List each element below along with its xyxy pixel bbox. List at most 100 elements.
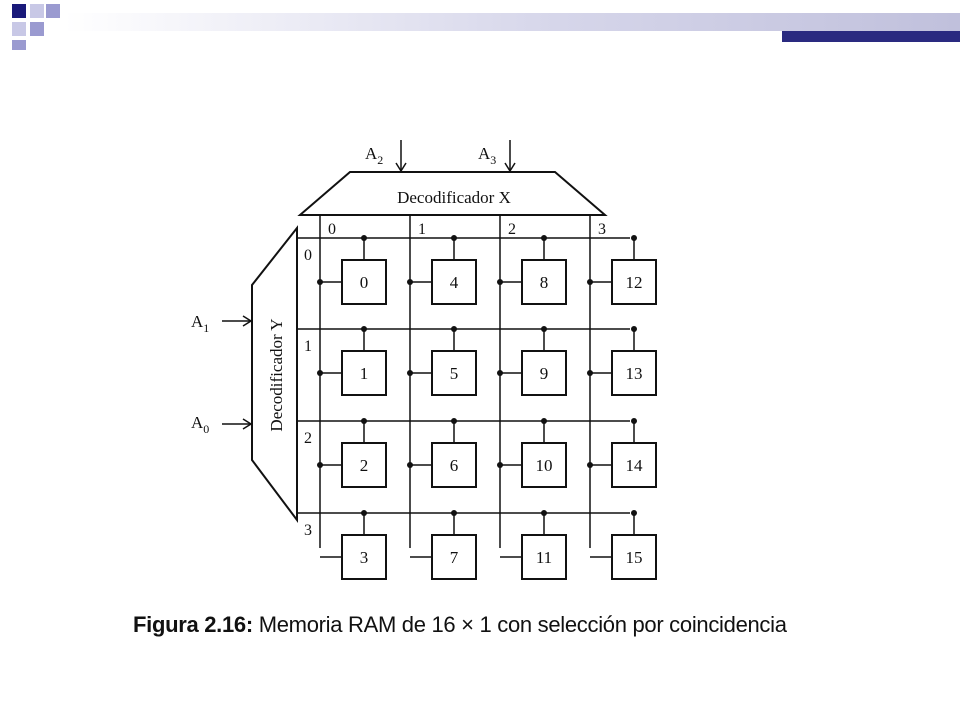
memory-cell <box>521 534 567 580</box>
memory-cell <box>431 259 477 305</box>
memory-cell <box>431 350 477 396</box>
row-label: 0 <box>304 247 312 264</box>
junction-dot <box>451 235 457 241</box>
deco-bar-dark <box>782 31 960 42</box>
memory-cell <box>611 442 657 488</box>
caption-text: Memoria RAM de 16 × 1 con selección por … <box>258 612 787 637</box>
memory-cell <box>521 442 567 488</box>
caption-prefix: Figura 2.16: <box>133 612 253 637</box>
column-label: 2 <box>508 221 516 238</box>
memory-cell <box>341 259 387 305</box>
memory-cell-label: 8 <box>540 273 549 292</box>
arrowhead-icon <box>242 315 253 327</box>
input-a3: A3 <box>478 140 516 173</box>
decoder-x-label: Decodificador X <box>397 188 511 207</box>
junction-dot <box>451 510 457 516</box>
memory-cell <box>341 534 387 580</box>
deco-square-mid <box>30 22 44 36</box>
junction-dot <box>361 235 367 241</box>
memory-cell <box>431 442 477 488</box>
junction-dot <box>497 370 503 376</box>
deco-square-light <box>30 4 44 18</box>
input-a2: A2 <box>365 140 407 173</box>
memory-cell <box>611 534 657 580</box>
junction-dot <box>631 326 637 332</box>
memory-cell-label: 13 <box>626 364 643 383</box>
junction-dot <box>541 326 547 332</box>
junction-dot <box>317 370 323 376</box>
input-a0: A0 <box>191 413 253 436</box>
deco-square-mid <box>12 40 26 50</box>
memory-cell <box>521 259 567 305</box>
junction-dot <box>451 418 457 424</box>
junction-dot <box>587 370 593 376</box>
memory-cell-label: 1 <box>360 364 369 383</box>
memory-cell-label: 11 <box>536 548 552 567</box>
input-a3-label: A3 <box>478 144 496 167</box>
junction-dot <box>317 462 323 468</box>
arrowhead-icon <box>242 418 253 430</box>
junction-dot <box>361 418 367 424</box>
deco-bar <box>64 13 960 31</box>
column-label: 1 <box>418 221 426 238</box>
memory-cell-label: 12 <box>626 273 643 292</box>
decoder-y: Decodificador Y <box>251 225 298 523</box>
input-a1: A1 <box>191 312 253 335</box>
junction-dot <box>407 370 413 376</box>
arrowhead-icon <box>395 162 407 173</box>
memory-cell-label: 7 <box>450 548 459 567</box>
memory-cell-label: 15 <box>626 548 643 567</box>
input-a0-label: A0 <box>191 413 209 436</box>
junction-dot <box>631 418 637 424</box>
junction-dot <box>361 510 367 516</box>
memory-cell <box>341 442 387 488</box>
decoder-x-shape <box>297 171 608 216</box>
memory-cell-label: 9 <box>540 364 549 383</box>
junction-dot <box>497 462 503 468</box>
deco-square-mid <box>46 4 60 18</box>
decoder-x: Decodificador X <box>297 171 608 216</box>
junction-dot <box>497 279 503 285</box>
column-label: 3 <box>598 221 606 238</box>
deco-square-light <box>12 22 26 36</box>
memory-cell <box>611 259 657 305</box>
memory-cell <box>521 350 567 396</box>
slide-decoration <box>12 4 960 50</box>
junction-dot <box>631 235 637 241</box>
decoder-y-label: Decodificador Y <box>267 318 286 431</box>
arrowhead-icon <box>504 162 516 173</box>
junction-dot <box>361 326 367 332</box>
memory-cell <box>341 350 387 396</box>
junction-dot <box>541 235 547 241</box>
junction-dot <box>407 462 413 468</box>
input-a2-label: A2 <box>365 144 383 167</box>
row-label: 3 <box>304 522 312 539</box>
column-label: 0 <box>328 221 336 238</box>
input-a1-label: A1 <box>191 312 209 335</box>
row-label: 2 <box>304 430 312 447</box>
junction-dot <box>587 279 593 285</box>
memory-cell <box>611 350 657 396</box>
memory-cell-label: 5 <box>450 364 459 383</box>
memory-cell-label: 0 <box>360 273 369 292</box>
row-label: 1 <box>304 338 312 355</box>
deco-square-dark <box>12 4 26 18</box>
junction-dot <box>407 279 413 285</box>
memory-cell-label: 3 <box>360 548 369 567</box>
junction-dot <box>587 462 593 468</box>
decoder-y-shape <box>251 225 298 523</box>
junction-dot <box>541 418 547 424</box>
junction-dot <box>631 510 637 516</box>
memory-cell-label: 6 <box>450 456 459 475</box>
junction-dot <box>451 326 457 332</box>
memory-cell-label: 10 <box>536 456 553 475</box>
junction-dot <box>541 510 547 516</box>
memory-cell <box>431 534 477 580</box>
junction-dot <box>317 279 323 285</box>
memory-cell-label: 14 <box>626 456 644 475</box>
memory-cell-label: 4 <box>450 273 459 292</box>
figure-caption: Figura 2.16: Memoria RAM de 16 × 1 con s… <box>133 612 787 638</box>
memory-cell-label: 2 <box>360 456 369 475</box>
